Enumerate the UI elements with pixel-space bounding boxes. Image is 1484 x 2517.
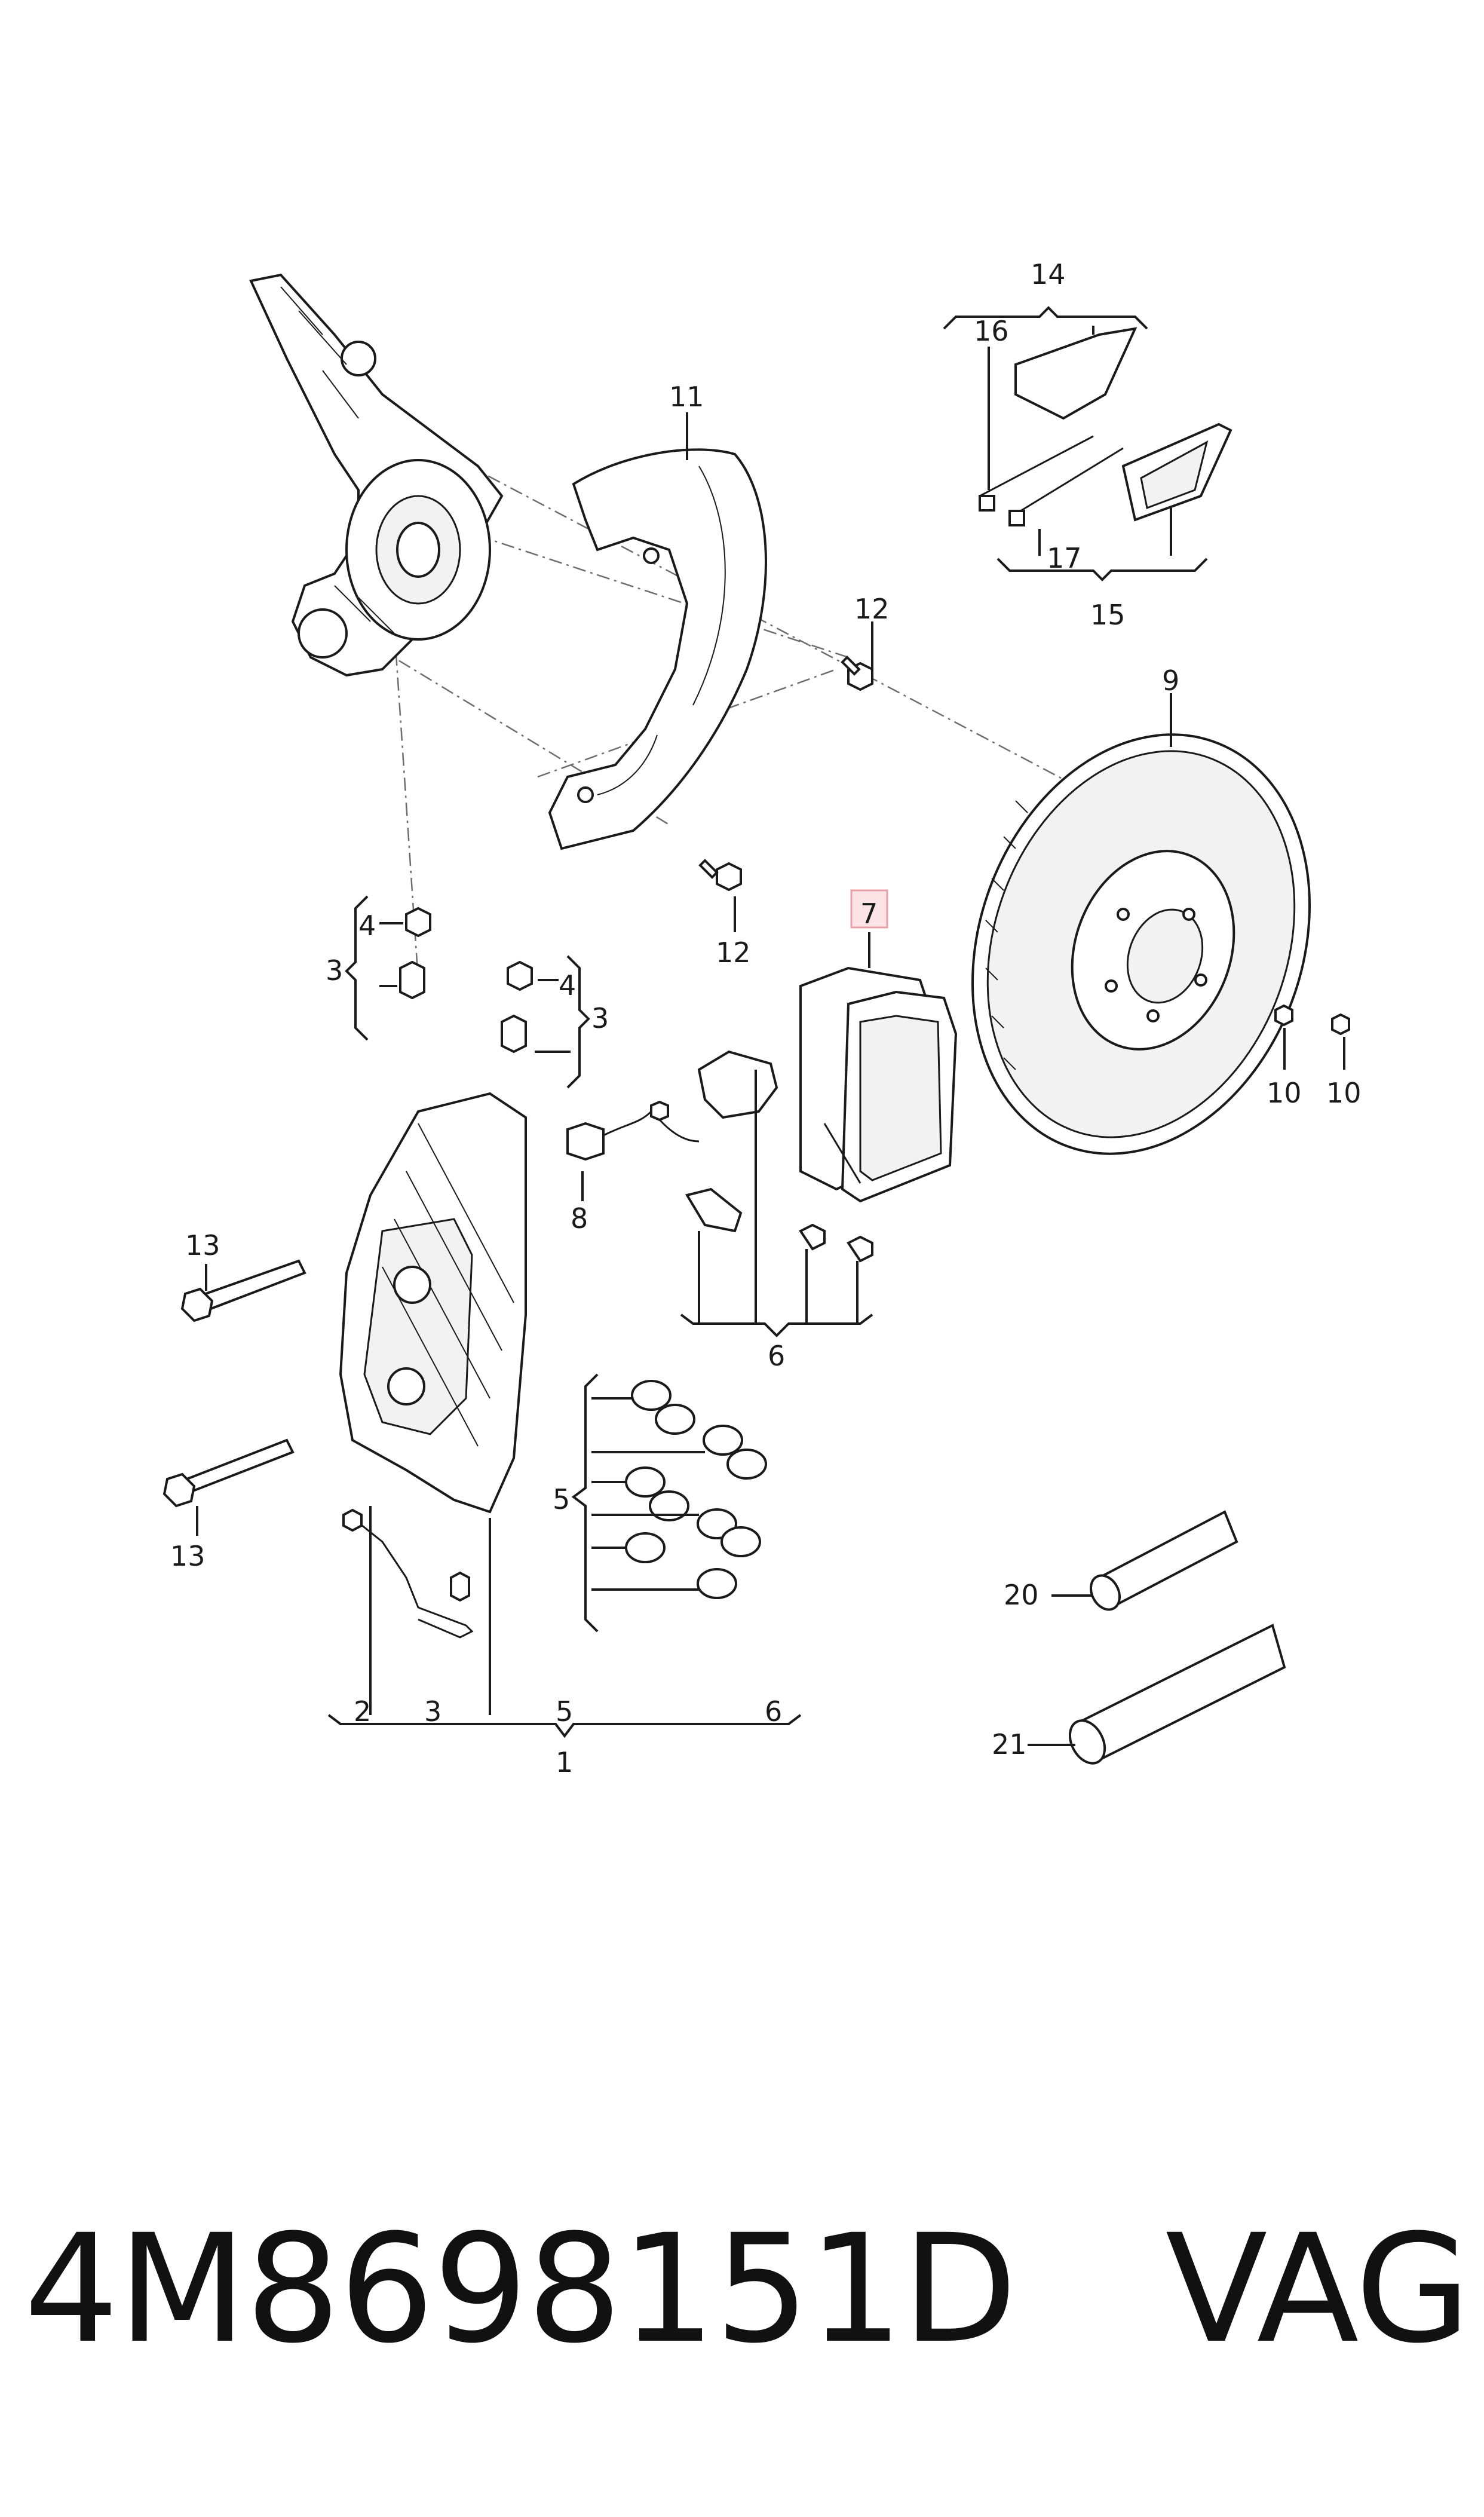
brake-line xyxy=(342,1508,474,1639)
callout-10-left: 10 xyxy=(1267,1077,1302,1109)
piston-seals xyxy=(625,1380,767,1599)
callout-5-bracket: 5 xyxy=(553,1483,570,1515)
callout-12-bottom: 12 xyxy=(716,936,751,969)
callout-4-right: 4 xyxy=(559,969,576,1002)
callout-1: 1 xyxy=(556,1746,573,1778)
callout-6-bottom: 6 xyxy=(765,1695,782,1728)
callout-3-bottom: 3 xyxy=(424,1695,441,1728)
callout-3-left: 3 xyxy=(326,954,343,987)
steering-knuckle xyxy=(249,273,504,677)
part-number: 4M8698151D xyxy=(24,2201,1017,2376)
callout-20: 20 xyxy=(1004,1579,1039,1611)
callout-13-top: 13 xyxy=(185,1229,220,1261)
cable-ties-kit xyxy=(979,327,1232,526)
grease-tubes xyxy=(1068,1510,1286,1765)
callout-8: 8 xyxy=(571,1202,588,1235)
brand-label: VAG xyxy=(1165,2201,1471,2376)
wear-sensor xyxy=(566,1100,700,1161)
callout-12-top: 12 xyxy=(854,593,890,625)
caliper-bolts xyxy=(162,1259,306,1508)
pad-clips xyxy=(685,1050,873,1263)
brake-dust-shield xyxy=(548,448,767,850)
bleed-valves xyxy=(399,907,533,1054)
callout-15: 15 xyxy=(1090,599,1126,631)
callout-2: 2 xyxy=(354,1695,371,1728)
brake-caliper xyxy=(339,1092,527,1514)
callout-21: 21 xyxy=(992,1728,1027,1760)
callout-10-right: 10 xyxy=(1326,1077,1362,1109)
callout-11: 11 xyxy=(669,381,704,413)
part-number-footer: 4M8698151D VAG xyxy=(24,2199,1471,2378)
callout-4-left: 4 xyxy=(358,910,376,942)
callout-3-right: 3 xyxy=(591,1002,609,1034)
callout-5-bottom: 5 xyxy=(556,1695,573,1728)
callout-13-bottom: 13 xyxy=(170,1540,206,1572)
callout-9: 9 xyxy=(1162,665,1179,697)
callout-labels: 11 12 12 14 16 17 15 9 7 10 10 4 3 4 3 8… xyxy=(170,258,1362,1778)
callout-7: 7 xyxy=(860,898,878,930)
callout-highlight-box xyxy=(850,889,888,929)
callout-17: 17 xyxy=(1047,542,1082,574)
callout-16: 16 xyxy=(974,315,1009,347)
leader-lines xyxy=(196,306,1345,1746)
brake-pads xyxy=(799,966,958,1203)
brake-disc xyxy=(971,733,1311,1155)
callout-6-bracket: 6 xyxy=(768,1340,785,1372)
small-bolts xyxy=(698,656,1350,1036)
callout-14: 14 xyxy=(1031,258,1066,290)
